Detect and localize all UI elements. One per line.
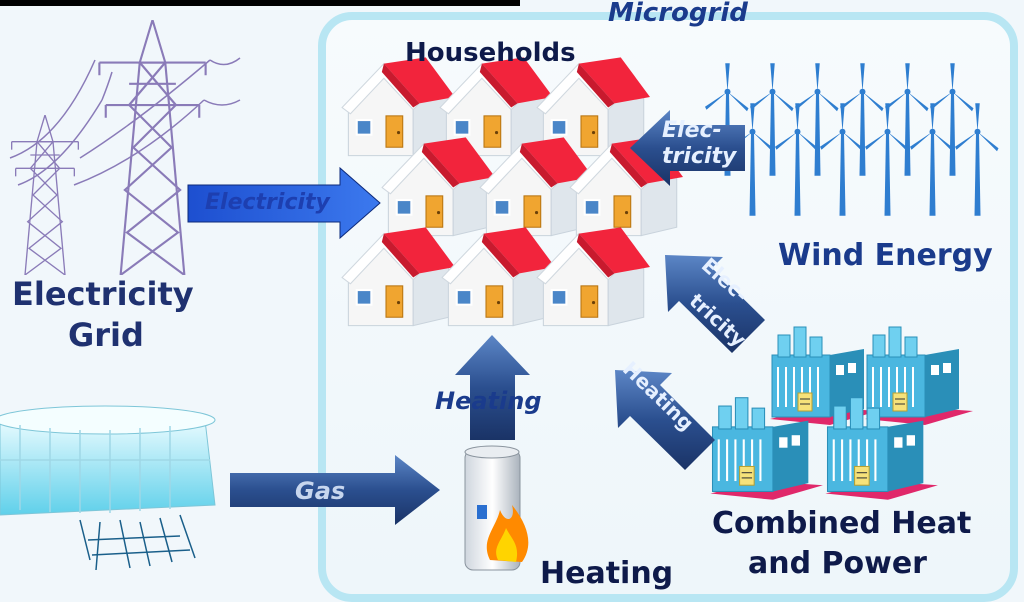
electricity-grid-label-line2: Grid: [68, 316, 144, 354]
arrow-chp-electricity: [665, 255, 765, 353]
arrow-label-gas: Gas: [295, 477, 346, 505]
chp-label-line1: Combined Heat: [712, 506, 972, 541]
arrow-wind-electricity: [630, 110, 745, 186]
arrow-label-wind-2: tricity: [662, 144, 737, 169]
arrow-grid-electricity: [187, 166, 381, 240]
chp-label-line2: and Power: [748, 546, 927, 581]
electricity-grid-label-line1: Electricity: [12, 275, 194, 313]
arrow-label-wind-1: Elec-: [662, 118, 722, 143]
diagram-canvas: [0, 20, 999, 571]
households-label: Households: [405, 38, 576, 68]
water-heater-icon: [464, 445, 529, 571]
arrow-label-grid-electricity: Electricity: [205, 190, 330, 215]
heating-bottom-label: Heating: [540, 556, 674, 591]
chp-plants-icon: [709, 326, 974, 500]
households-houses: [341, 56, 683, 327]
microgrid-title: Microgrid: [608, 0, 748, 28]
gas-tank-icon: [0, 405, 216, 571]
electricity-grid-pylons: [9, 20, 241, 275]
arrow-chp-heating: [615, 370, 715, 470]
wind-turbines-icon: [705, 63, 999, 216]
wind-energy-label: Wind Energy: [778, 238, 993, 273]
arrow-gas: [230, 455, 440, 525]
arrow-label-heater-heating: Heating: [435, 387, 542, 415]
top-black-bar: [0, 0, 520, 6]
arrow-heater-heating: [455, 335, 530, 440]
